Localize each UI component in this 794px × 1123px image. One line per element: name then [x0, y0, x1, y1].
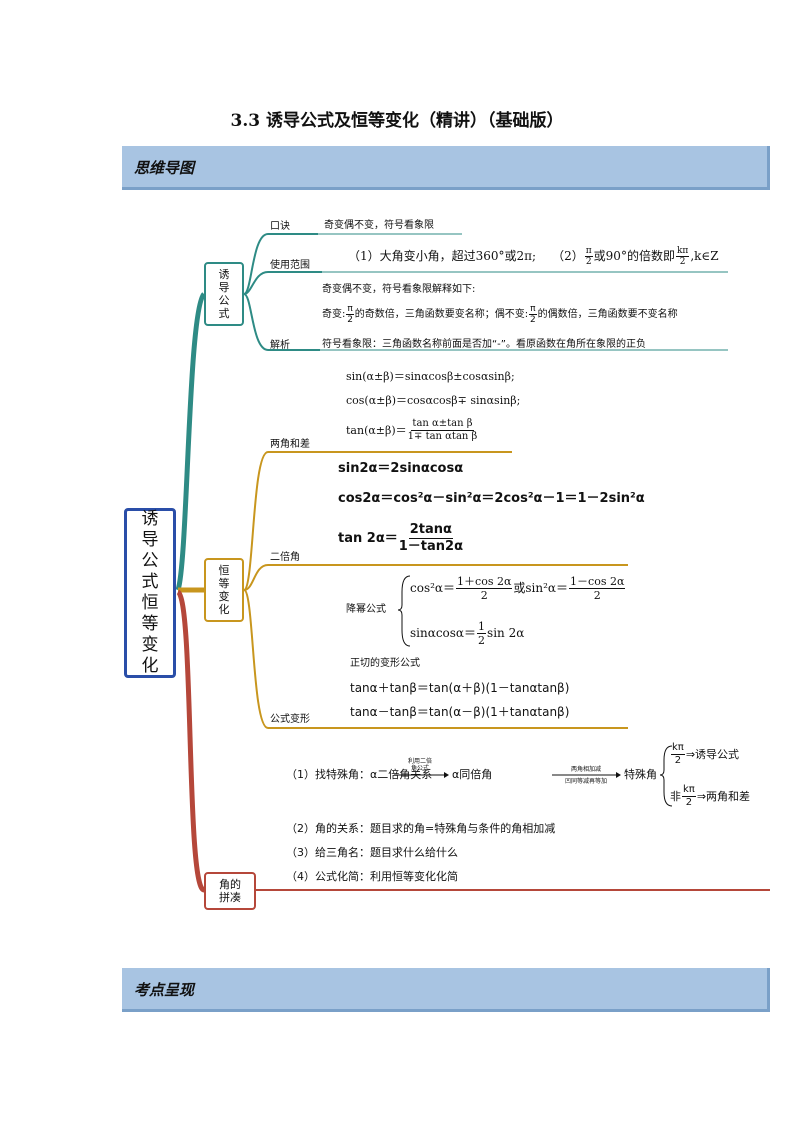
connector-trans [243, 589, 628, 729]
connector-double [243, 564, 628, 591]
jiexi-line3: 符号看象限：三角函数名称前面是否加“-”。看原函数在角所在象限的正负 [322, 339, 646, 350]
koujue-label: 口诀 [270, 221, 290, 232]
banner-mindmap-label: 思维导图 [134, 159, 195, 177]
koujue-text: 奇变偶不变，符号看象限 [324, 220, 434, 231]
sum-label: 两角和差 [270, 439, 310, 450]
tan-line1: tanα＋tanβ＝tan(α＋β)(1－tanαtanβ) [350, 681, 570, 695]
branch-angle: 角的拼凑 [204, 872, 256, 910]
tan-label: 正切的变形公式 [350, 658, 420, 669]
banner-exam-label: 考点呈现 [134, 981, 195, 999]
range-text-1: （1）大角变小角，超过360°或2π; [348, 249, 537, 263]
double-label: 二倍角 [270, 552, 300, 563]
arrow-head-1 [444, 772, 449, 778]
arrow2-bot: 凹同等减再等加 [564, 778, 607, 785]
page-title: 3.3 诱导公式及恒等变化（精讲）（基础版） [230, 111, 564, 131]
tan-line2: tanα－tanβ＝tan(α－β)(1＋tanαtanβ) [350, 705, 570, 719]
banner-exam: 考点呈现 [122, 968, 770, 1012]
range-text-3: 或90°的倍数即 [593, 249, 675, 263]
connector-sum [243, 451, 512, 591]
range-text-4: ,k∈Z [690, 249, 719, 263]
root-node: 诱导公式恒等变化 [124, 508, 176, 678]
branch-induction: 诱导公式 [204, 262, 244, 326]
branch-identity: 恒等变化 [204, 558, 244, 622]
angle-line1-a: （1）找特殊角：α二倍角关系 [286, 768, 433, 781]
power-brace [397, 575, 411, 647]
jiexi-line1: 奇变偶不变，符号看象限解释如下: [322, 284, 476, 295]
angle-line1-b: α同倍角 [452, 768, 493, 781]
angle-line1-c: 特殊角 [624, 768, 657, 781]
range-label: 使用范围 [270, 260, 310, 271]
arrow1-top: 利用二倍 [407, 758, 432, 765]
connector-range [243, 271, 322, 295]
jiexi-label: 解析 [270, 340, 290, 351]
double-line2: cos2α＝cos²α－sin²α＝2cos²α－1＝1－2sin²α [338, 491, 645, 506]
arrow2-top: 两角相加减 [570, 766, 601, 773]
special-brace [659, 745, 673, 807]
sum-line2: cos(α±β)＝cosαcosβ∓ sinαsinβ; [346, 394, 521, 407]
banner-mindmap: 思维导图 [122, 146, 770, 190]
double-line1: sin2α＝2sinαcosα [338, 461, 464, 476]
connector-koujue [243, 233, 318, 295]
power-label: 降幂公式 [346, 604, 386, 615]
angle-line4: （4）公式化简：利用恒等变化化简 [286, 870, 458, 883]
connector-root-angle [175, 589, 207, 893]
angle-line2: （2）角的关系：题目求的角=特殊角与条件的角相加减 [286, 822, 556, 835]
arrow-head-2 [616, 772, 621, 778]
arrow1-bot: 角公式 [410, 765, 429, 772]
angle-line3: （3）给三角名：题目求什么给什么 [286, 846, 458, 859]
range-text-2: （2） [552, 249, 584, 263]
connector-root-induction [175, 292, 207, 591]
connector-jiexi [243, 293, 320, 351]
sum-line1: sin(α±β)＝sinαcosβ±cosαsinβ; [346, 370, 515, 383]
trans-label: 公式变形 [270, 714, 310, 725]
